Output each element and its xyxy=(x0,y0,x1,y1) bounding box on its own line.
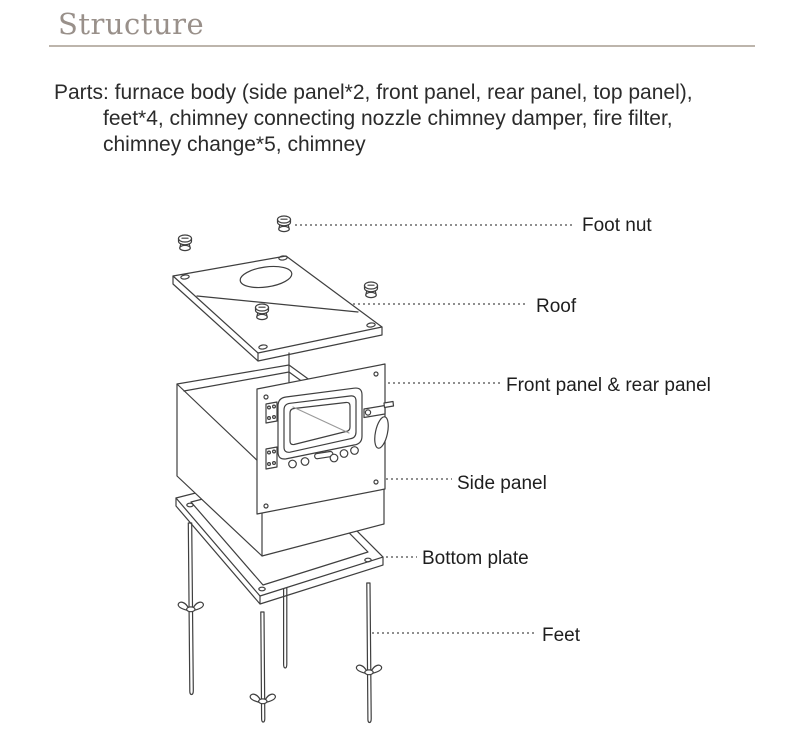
foot-nut-icon xyxy=(276,215,292,233)
callout-label-roof: Roof xyxy=(536,296,577,317)
callout-label-feet: Feet xyxy=(542,625,581,646)
air-vent-row xyxy=(288,446,359,469)
callout-label-foot-nut: Foot nut xyxy=(582,215,652,236)
feet-drawing xyxy=(177,522,383,724)
title-underline xyxy=(49,45,755,47)
foot-nut-icon xyxy=(177,234,193,252)
door-hinges xyxy=(265,401,278,470)
front-panel-drawing xyxy=(256,363,395,515)
parts-line-1: Parts: furnace body (side panel*2, front… xyxy=(54,81,693,104)
foot-nut-icon xyxy=(254,303,270,321)
callout-label-bottom-plate: Bottom plate xyxy=(422,548,529,569)
page-title: Structure xyxy=(58,7,205,41)
chimney-hole xyxy=(239,265,293,289)
glass-glare xyxy=(292,406,350,434)
parts-line-3: chimney change*5, chimney xyxy=(103,133,366,156)
door-handle xyxy=(363,400,395,449)
leader-lines xyxy=(295,224,575,634)
callout-label-side-panel: Side panel xyxy=(457,473,547,494)
foot-nut-icon xyxy=(363,281,379,299)
roof-drawing xyxy=(172,255,383,362)
parts-description: Parts: furnace body (side panel*2, front… xyxy=(54,80,774,158)
parts-line-2: feet*4, chimney connecting nozzle chimne… xyxy=(103,107,673,130)
callout-label-front-rear-panel: Front panel & rear panel xyxy=(506,375,711,396)
